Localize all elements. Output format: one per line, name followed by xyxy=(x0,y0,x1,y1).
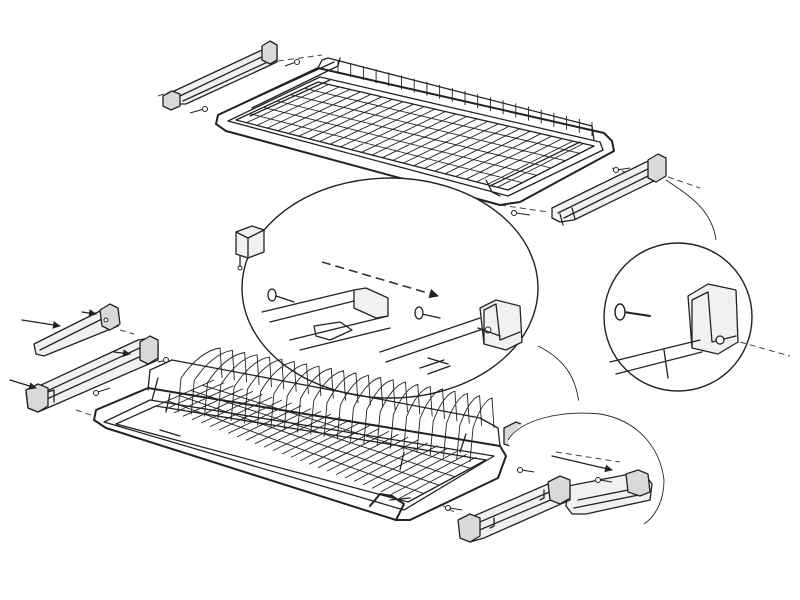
screw-icon xyxy=(93,387,111,396)
lower-right-bracket xyxy=(445,475,571,543)
upper-screws xyxy=(189,59,631,216)
lower-rack-assembly xyxy=(9,303,665,550)
center-detail-callout xyxy=(235,177,539,399)
screw-icon xyxy=(613,167,631,173)
lower-axis-lines xyxy=(75,409,459,515)
screw-icon xyxy=(414,306,441,320)
upper-dish-rack xyxy=(215,57,615,206)
screw-icon xyxy=(517,467,535,473)
right-detail-callout xyxy=(603,242,791,392)
upper-rack-assembly xyxy=(157,40,701,226)
lower-dish-rack xyxy=(93,347,527,521)
screw-icon xyxy=(614,303,651,321)
screw-icon xyxy=(284,59,300,67)
lower-right-detail-callout xyxy=(507,400,665,550)
lower-left-loose-rail xyxy=(21,303,135,357)
screw-icon xyxy=(267,288,295,303)
screw-icon xyxy=(511,210,531,216)
screw-icon xyxy=(445,505,463,511)
upper-left-bracket xyxy=(162,40,278,111)
lower-left-bracket xyxy=(9,335,169,413)
screw-icon xyxy=(189,106,208,114)
upper-right-bracket xyxy=(551,153,667,226)
screw-icon xyxy=(595,477,613,483)
